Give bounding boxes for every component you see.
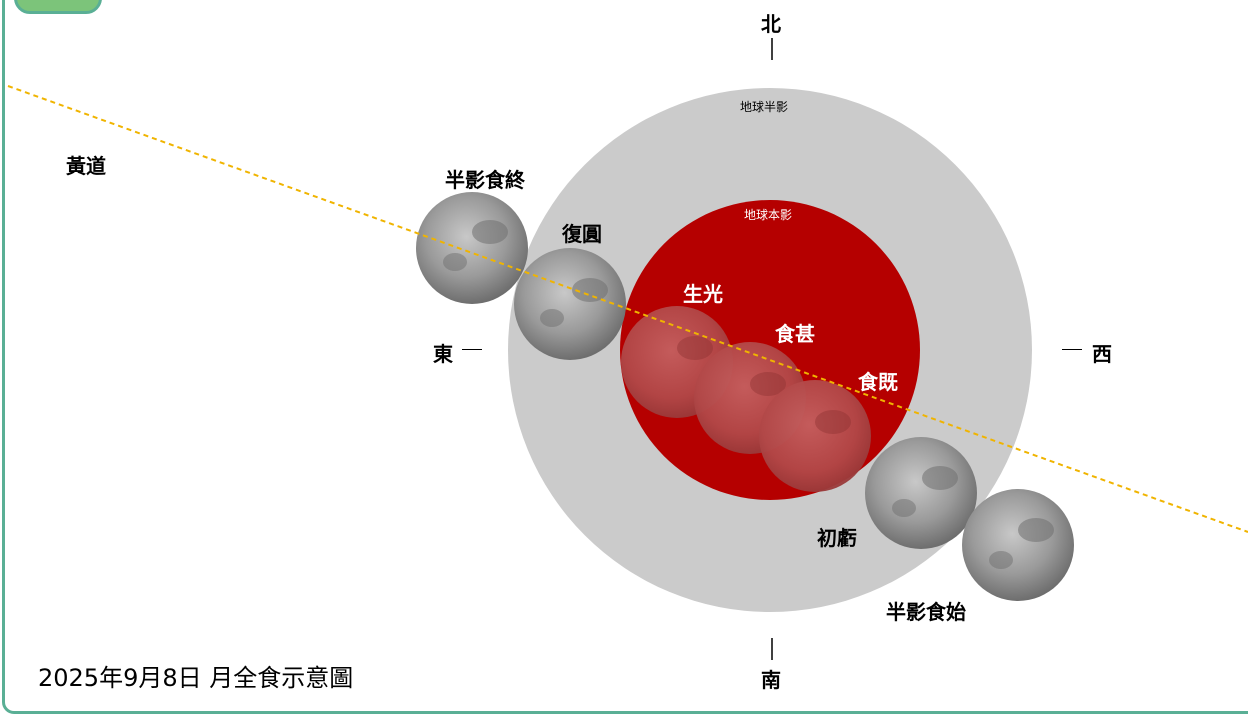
west-label: 西: [1092, 342, 1112, 366]
phase-label-first-contact: 初虧: [817, 526, 857, 550]
penumbra-label: 地球半影: [740, 100, 789, 114]
figure-caption: 2025年9月8日 月全食示意圖: [38, 664, 354, 692]
ecliptic-label: 黃道: [66, 154, 106, 178]
ecliptic-line: [7, 85, 1248, 533]
east-label: 東: [433, 342, 453, 366]
moon-penumbral-start: [962, 489, 1074, 601]
moon-fourth-contact: [514, 248, 626, 360]
umbra-label: 地球本影: [744, 208, 793, 222]
phase-label-fourth-contact: 復圓: [562, 222, 602, 246]
phase-label-penumbral-start: 半影食始: [886, 600, 966, 624]
east-dash: [462, 349, 482, 350]
moon-penumbral-end: [416, 192, 528, 304]
west-dash: [1062, 349, 1082, 350]
phase-label-maximum: 食甚: [775, 322, 815, 346]
phase-label-second-contact: 食既: [858, 370, 898, 394]
phase-label-penumbral-end: 半影食終: [445, 168, 525, 192]
phase-label-third-contact: 生光: [683, 282, 723, 306]
moon-first-contact: [865, 437, 977, 549]
south-label: 南: [761, 668, 781, 692]
moon-second-contact: [759, 380, 871, 492]
north-label: 北: [761, 12, 781, 36]
